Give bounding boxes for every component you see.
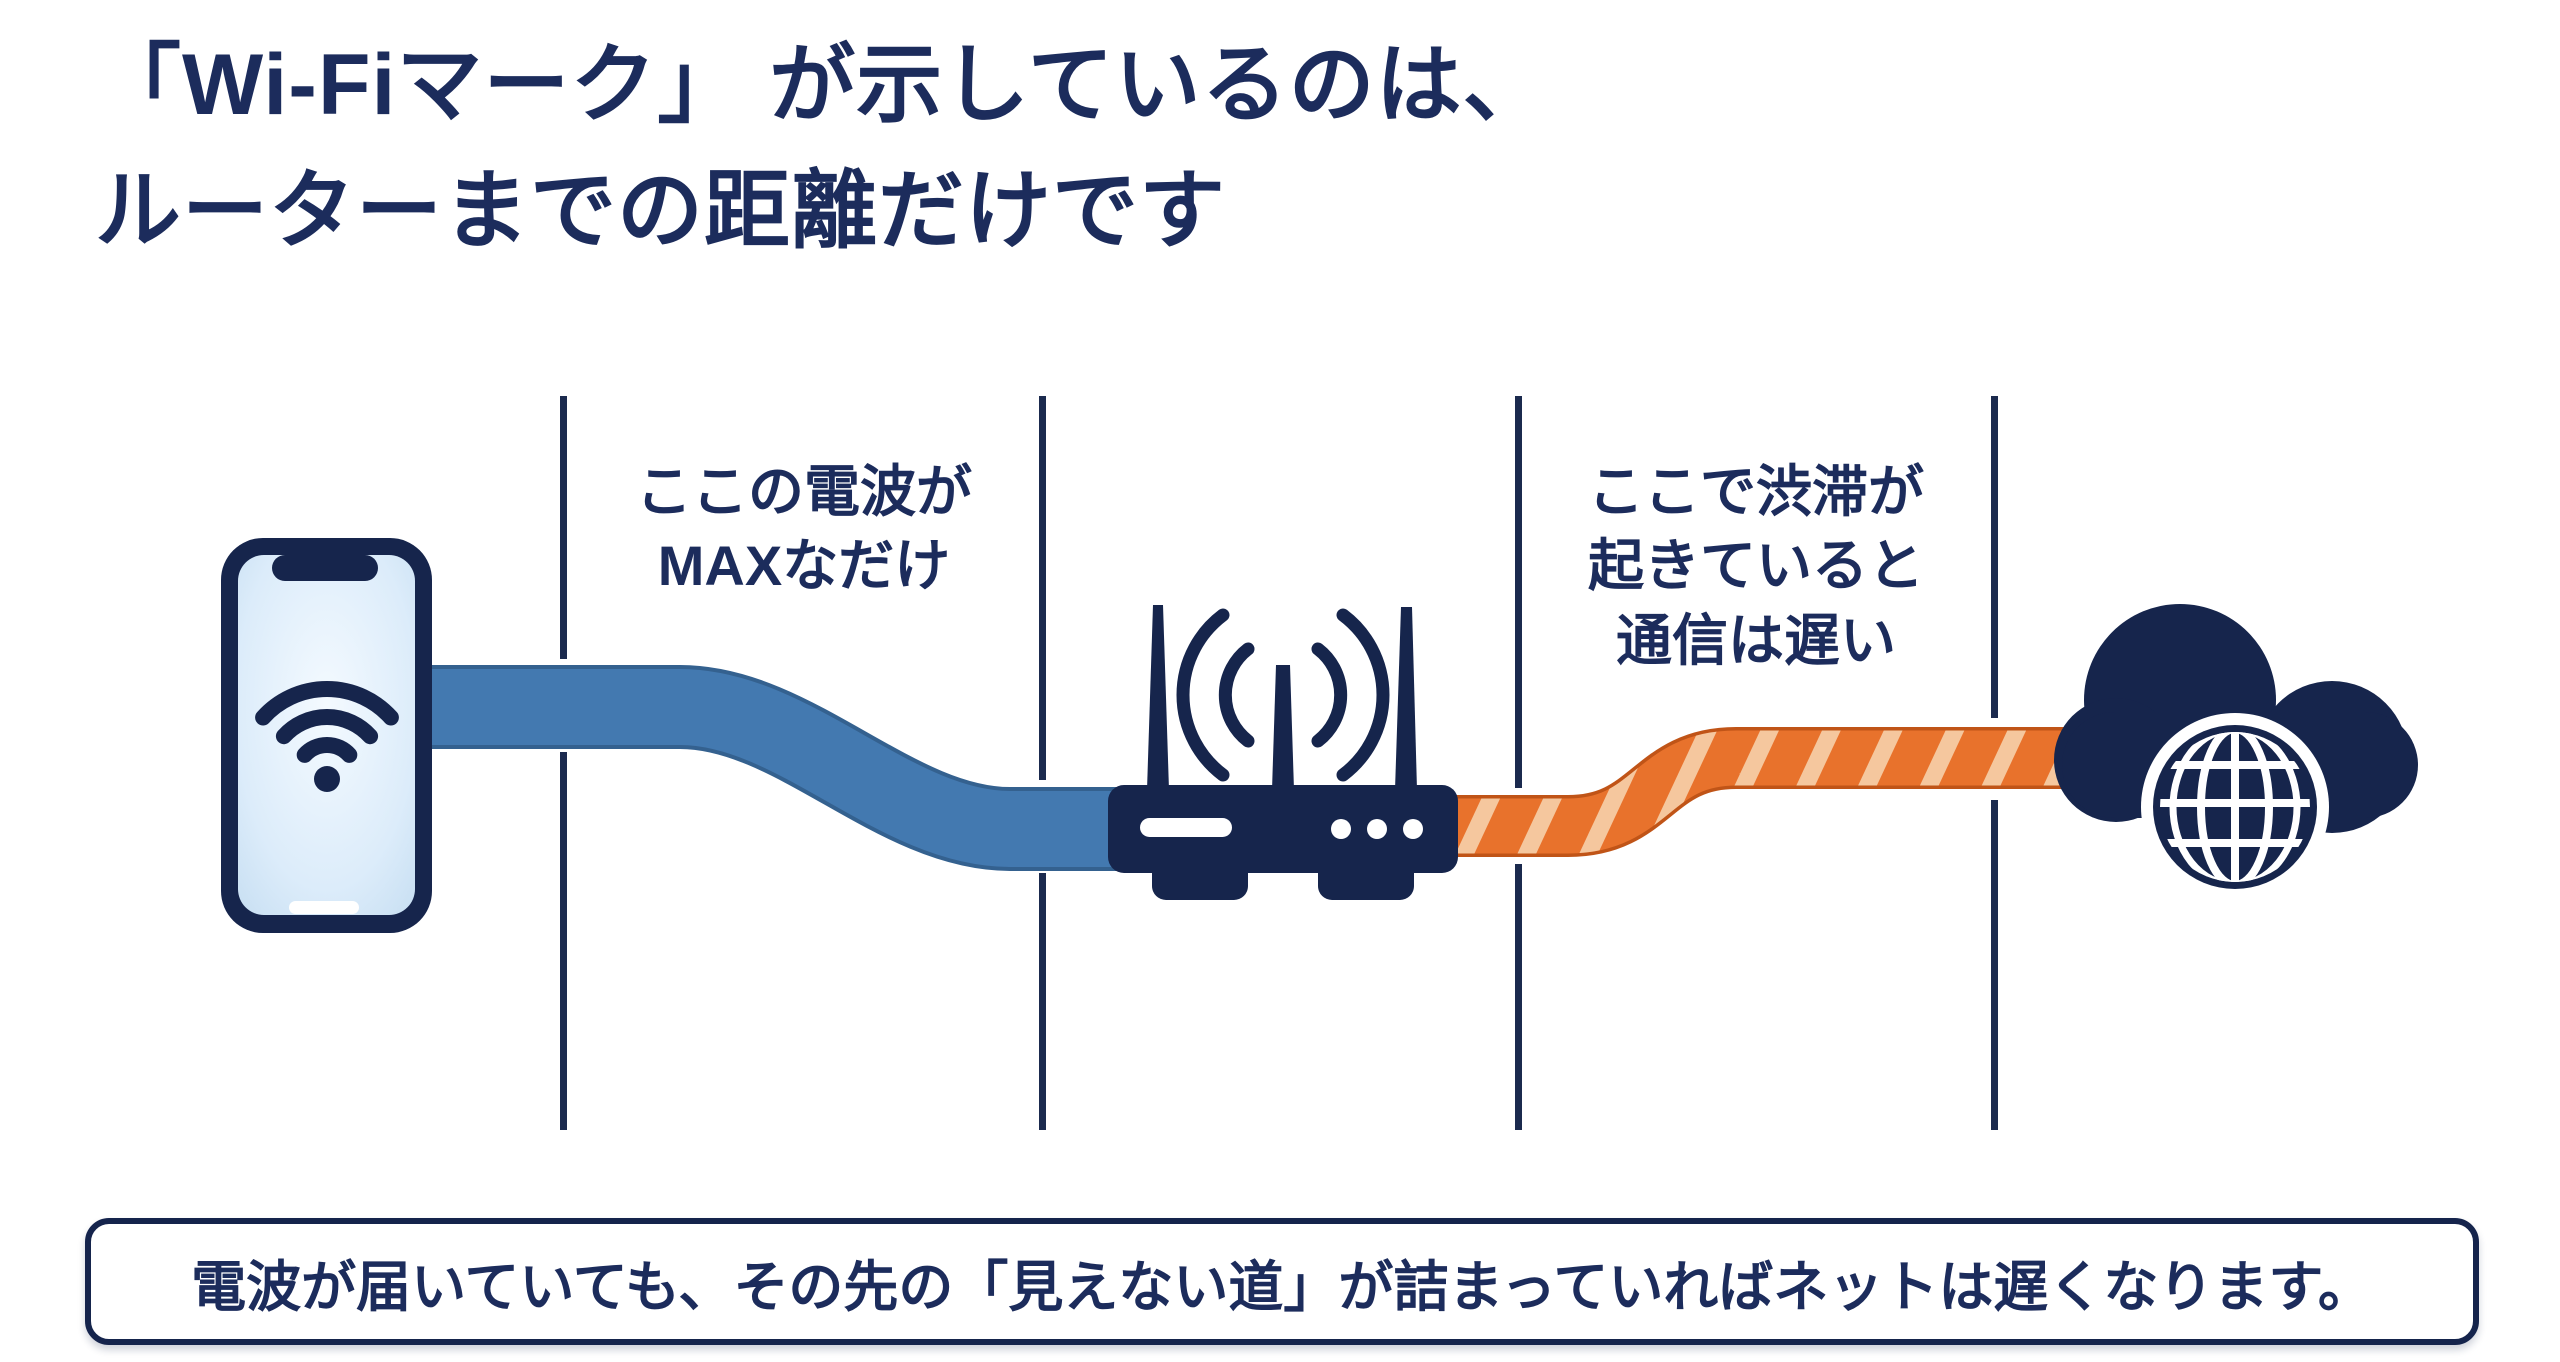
divider-line-1 — [560, 396, 567, 1130]
divider-line-3 — [1515, 396, 1522, 1130]
phone-notch — [272, 555, 378, 581]
annotation-wifi-max: ここの電波が MAXなだけ — [566, 455, 1042, 604]
orange-congestion-pipe — [1455, 727, 2110, 857]
footer-message-text: 電波が届いていても、その先の「見えない道」が詰まっていればネットは遅くなります。 — [191, 1255, 2373, 1318]
divider-line-4 — [1991, 396, 1998, 1130]
annotation-congestion-line-3: 通信は遅い — [1616, 608, 1896, 672]
router-antenna-middle — [1272, 665, 1294, 790]
title-line-2: ルーターまでの距離だけです — [95, 163, 1226, 260]
annotation-congestion-line-2: 起きていると — [1588, 534, 1924, 598]
phone-screen — [238, 555, 415, 915]
annotation-congestion-line-1: ここで渋滞が — [1588, 460, 1924, 523]
title-line-1: 「Wi-Fiマーク」 が示しているのは、 — [95, 37, 1550, 133]
wifi-router-icon — [1108, 605, 1458, 900]
globe-icon — [2141, 713, 2329, 901]
router-antenna-left — [1147, 605, 1169, 790]
internet-cloud-icon — [2054, 604, 2418, 901]
router-slot — [1140, 818, 1232, 837]
router-antenna-right — [1395, 607, 1417, 790]
router-body — [1108, 785, 1458, 873]
annotation-wifi-max-line-2: MAXなだけ — [657, 534, 951, 598]
page-title: 「Wi-Fiマーク」 が示しているのは、 ルーターまでの距離だけです — [95, 22, 1550, 275]
annotation-wifi-max-line-1: ここの電波が — [636, 460, 972, 523]
router-wifi-waves-icon — [1176, 608, 1390, 782]
footer-message-box: 電波が届いていても、その先の「見えない道」が詰まっていればネットは遅くなります。 — [85, 1218, 2479, 1345]
divider-line-2 — [1039, 396, 1046, 1130]
smartphone-icon — [221, 538, 432, 933]
annotation-congestion: ここで渋滞が 起きていると 通信は遅い — [1518, 455, 1994, 678]
wifi-signal-icon — [255, 681, 399, 792]
phone-home-bar — [289, 901, 359, 914]
blue-signal-pipe — [430, 665, 1122, 871]
